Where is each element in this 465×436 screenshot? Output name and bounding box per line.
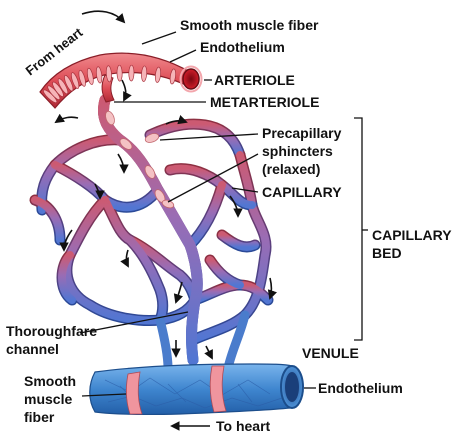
- label-smooth-bottom-1: Smooth: [24, 373, 76, 389]
- label-smooth-bottom-3: fiber: [24, 409, 55, 425]
- label-precapillary-2: sphincters: [262, 143, 333, 159]
- label-endothelium-top: Endothelium: [200, 39, 285, 55]
- label-smooth-bottom-2: muscle: [24, 391, 72, 407]
- label-thoroughfare-1: Thoroughfare: [6, 323, 97, 339]
- label-venule: VENULE: [302, 345, 359, 361]
- label-capillary-bed-1: CAPILLARY: [372, 227, 452, 243]
- label-precapillary-1: Precapillary: [262, 125, 342, 141]
- label-endothelium-bottom: Endothelium: [318, 380, 403, 396]
- label-arteriole: ARTERIOLE: [214, 72, 295, 88]
- label-thoroughfare-2: channel: [6, 341, 59, 357]
- venule: [90, 364, 303, 414]
- arteriole-muscle-ring: [117, 65, 123, 81]
- label-metarteriole: METARTERIOLE: [210, 94, 319, 110]
- label-capillary: CAPILLARY: [262, 184, 342, 200]
- arteriole-lumen: [183, 69, 199, 89]
- label-smooth-muscle-fiber-top: Smooth muscle fiber: [180, 17, 319, 33]
- arteriole-muscle-ring: [129, 65, 135, 81]
- label-to-heart: To heart: [216, 418, 271, 434]
- label-capillary-bed-2: BED: [372, 245, 402, 261]
- label-precapillary-3: (relaxed): [262, 161, 320, 177]
- arteriole: [40, 53, 202, 108]
